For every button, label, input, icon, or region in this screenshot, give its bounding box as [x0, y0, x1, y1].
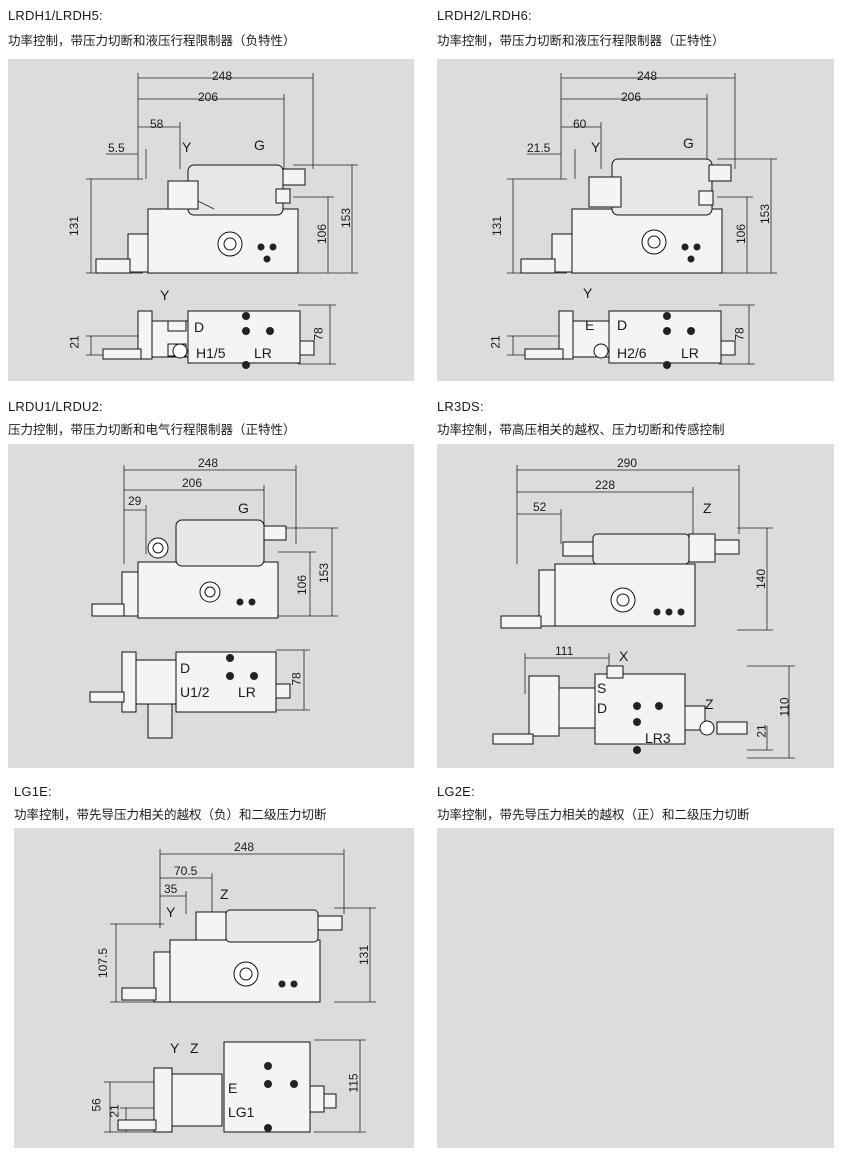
section-description: 功率控制，带先导压力相关的越权（正）和二级压力切断 [437, 807, 750, 822]
port-label: G [238, 500, 249, 516]
dim-label: 21.5 [527, 141, 551, 155]
dim-label: 29 [128, 494, 142, 508]
section-code: LG1E: [14, 784, 52, 799]
port-label: Y [166, 904, 176, 920]
port-label: S [597, 680, 607, 696]
dim-label: 106 [315, 223, 330, 245]
dim-label: 248 [637, 69, 658, 83]
lrdh1-drawing [86, 73, 358, 369]
dim-label: 21 [488, 335, 503, 349]
section-description: 功率控制，带压力切断和液压行程限制器（正特性） [437, 33, 725, 48]
dim-label: 21 [107, 1104, 122, 1118]
dim-label: 248 [198, 456, 219, 470]
dim-label: 248 [234, 840, 255, 854]
dim-label: 21 [67, 335, 82, 349]
dim-label: 131 [67, 215, 82, 237]
port-label: X [619, 648, 629, 664]
port-label: D [617, 317, 628, 333]
drawing-panel-lrdh2: 248 206 60 21.5 131 106 153 Y G 21 78 Y … [437, 59, 834, 381]
section-description: 功率控制，带高压相关的越权、压力切断和传感控制 [437, 422, 725, 437]
port-label: G [254, 137, 265, 153]
port-label: LR3 [645, 730, 671, 746]
port-label: Z [190, 1040, 199, 1056]
dim-label: 21 [754, 724, 769, 738]
port-label: Y [591, 139, 601, 155]
dim-label: 58 [150, 117, 164, 131]
dim-label: 153 [339, 207, 354, 229]
lr3ds-drawing [492, 465, 795, 759]
dim-label: 290 [617, 456, 638, 470]
port-label: Z [220, 886, 229, 902]
dim-label: 78 [732, 327, 747, 341]
dim-label: 106 [295, 574, 310, 596]
port-label: LG1 [228, 1104, 255, 1120]
port-label: H2/6 [617, 345, 647, 361]
section-code: LRDU1/LRDU2: [8, 399, 103, 414]
section-code: LRDH1/LRDH5: [8, 8, 103, 23]
lrdu-drawing [89, 465, 338, 739]
dim-label: 153 [317, 562, 332, 584]
port-label: U1/2 [180, 684, 210, 700]
port-label: Z [705, 696, 714, 712]
dim-label: 56 [89, 1098, 104, 1112]
dim-label: 107.5 [96, 947, 111, 979]
section-description: 功率控制，带压力切断和液压行程限制器（负特性） [8, 33, 296, 48]
port-label: D [597, 700, 608, 716]
dim-label: 115 [346, 1073, 361, 1093]
dim-label: 131 [490, 215, 505, 237]
dim-label: 70.5 [174, 864, 198, 878]
dim-label: 110 [777, 697, 792, 717]
section-code: LRDH2/LRDH6: [437, 8, 532, 23]
port-label: Y [583, 285, 593, 301]
port-label: LR [254, 345, 272, 361]
dim-label: 131 [357, 944, 372, 966]
dim-label: 111 [555, 644, 574, 658]
port-label: Y [160, 287, 170, 303]
dim-label: 140 [754, 568, 769, 590]
port-label: G [683, 135, 694, 151]
drawing-panel-lrdu: 248 206 29 106 153 G 78 D U1/2 LR [8, 444, 414, 768]
port-label: LR [238, 684, 256, 700]
dim-label: 248 [212, 69, 233, 83]
dim-label: 78 [311, 327, 326, 341]
dim-label: 206 [198, 90, 219, 104]
dim-label: 106 [734, 223, 749, 245]
dim-label: 35 [164, 882, 178, 896]
dim-label: 5.5 [108, 141, 125, 155]
dim-label: 52 [533, 500, 547, 514]
drawing-panel-lr3ds: 290 228 52 140 Z 111 21 110 X S D Z LR3 [437, 444, 834, 768]
drawing-panel-lg1e: 248 70.5 35 107.5 131 Y Z 56 21 115 Y Z … [14, 828, 414, 1148]
port-label: Y [170, 1040, 180, 1056]
port-label: Y [182, 139, 192, 155]
lg1e-drawing [104, 849, 376, 1133]
dim-label: 228 [595, 478, 616, 492]
section-description: 压力控制，带压力切断和电气行程限制器（正特性） [8, 422, 296, 437]
dim-label: 60 [573, 117, 587, 131]
port-label: Z [703, 500, 712, 516]
dim-label: 206 [621, 90, 642, 104]
section-code: LR3DS: [437, 399, 484, 414]
port-label: E [228, 1080, 238, 1096]
dim-label: 153 [758, 203, 773, 225]
lrdh2-drawing [507, 73, 777, 369]
dim-label: 206 [182, 476, 203, 490]
section-description: 功率控制，带先导压力相关的越权（负）和二级压力切断 [14, 807, 327, 822]
port-label: D [180, 660, 191, 676]
port-label: D [194, 319, 205, 335]
port-label: H1/5 [196, 345, 226, 361]
port-label: E [585, 317, 595, 333]
section-code: LG2E: [437, 784, 475, 799]
dim-label: 78 [289, 672, 304, 686]
drawing-panel-lg2e [437, 828, 834, 1148]
port-label: LR [681, 345, 699, 361]
drawing-panel-lrdh1: 248 206 58 5.5 131 106 153 Y G 21 78 Y D… [8, 59, 414, 381]
